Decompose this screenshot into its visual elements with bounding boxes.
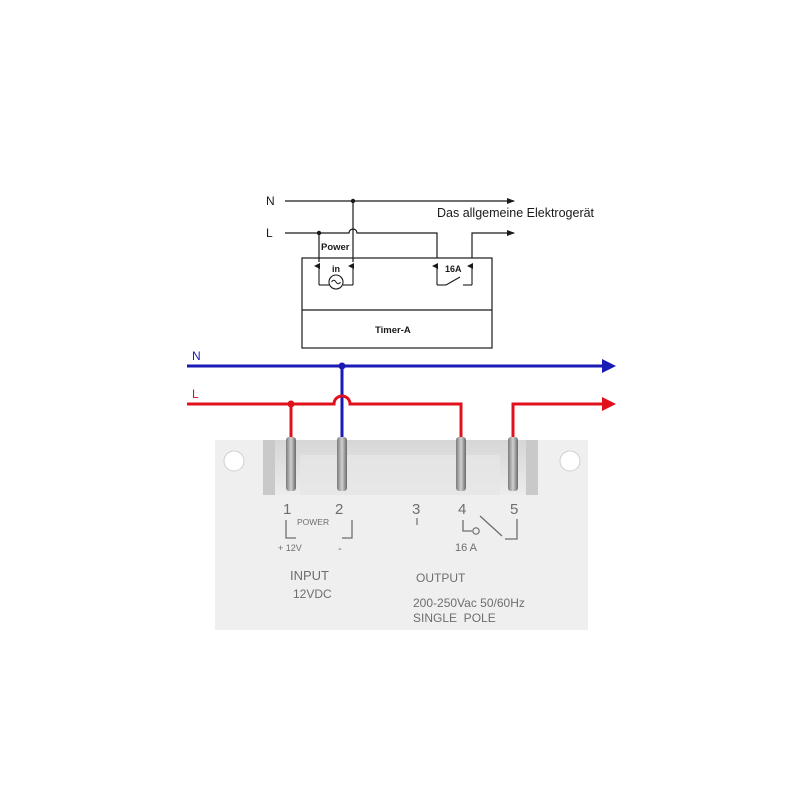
schematic-in-label: in [332, 264, 340, 274]
terminal-pin-2 [337, 437, 347, 491]
schematic-relay-rating: 16A [445, 264, 462, 274]
colored-wiring: N L [187, 349, 616, 437]
neutral-arrow-icon [602, 359, 616, 373]
terminal-pin-5 [508, 437, 518, 491]
device-relay-rating: 16 A [455, 542, 478, 554]
power-bracket [285, 520, 353, 539]
schematic-power-input: in [314, 263, 354, 290]
ac-source-icon [328, 274, 344, 290]
schematic-appliance-label: Das allgemeine Elektrogerät [437, 206, 595, 220]
device-plus-label: + 12V [278, 543, 302, 553]
device-input-voltage: 12VDC [293, 587, 332, 601]
wiring-label-n: N [192, 349, 201, 363]
load-output-wire [511, 402, 604, 437]
schematic-l-line [285, 228, 438, 258]
schematic-label-l: L [266, 226, 273, 240]
wiring-label-l: L [192, 387, 199, 401]
schematic-label-n: N [266, 194, 275, 208]
mounting-hole-left [223, 450, 245, 472]
device-minus-label: - [338, 543, 342, 555]
device-output-title: OUTPUT [416, 571, 466, 585]
line-arrow-icon [602, 397, 616, 411]
line-bus-wire [187, 394, 463, 437]
schematic: N L Das allgemeine Elektrogerät Power Ti… [266, 194, 595, 349]
schematic-power-label: Power [321, 242, 350, 253]
relay-contact-icon [462, 515, 518, 540]
terminal-number-5: 5 [510, 501, 518, 518]
terminal-number-4: 4 [458, 501, 466, 518]
schematic-device-name: Timer-A [375, 325, 411, 336]
device-power-label: POWER [297, 517, 329, 527]
timer-device: 1 2 3 4 5 POWER + 12V - 16 A INPUT 12VDC… [215, 437, 588, 630]
schematic-device-box [301, 257, 493, 349]
device-input-title: INPUT [290, 568, 329, 583]
terminal-number-2: 2 [335, 501, 343, 518]
terminal-number-3: 3 [412, 501, 420, 518]
terminal-pin-4 [456, 437, 466, 491]
terminal-pin-1 [286, 437, 296, 491]
schematic-load-line [471, 230, 515, 258]
mounting-hole-right [559, 450, 581, 472]
schematic-relay-contact: 16A [432, 263, 473, 286]
terminal-number-1: 1 [283, 501, 291, 518]
device-output-pole: SINGLE POLE [413, 611, 496, 625]
relay-switch-blade-icon [445, 276, 461, 286]
device-output-voltage: 200-250Vac 50/60Hz [413, 596, 525, 610]
